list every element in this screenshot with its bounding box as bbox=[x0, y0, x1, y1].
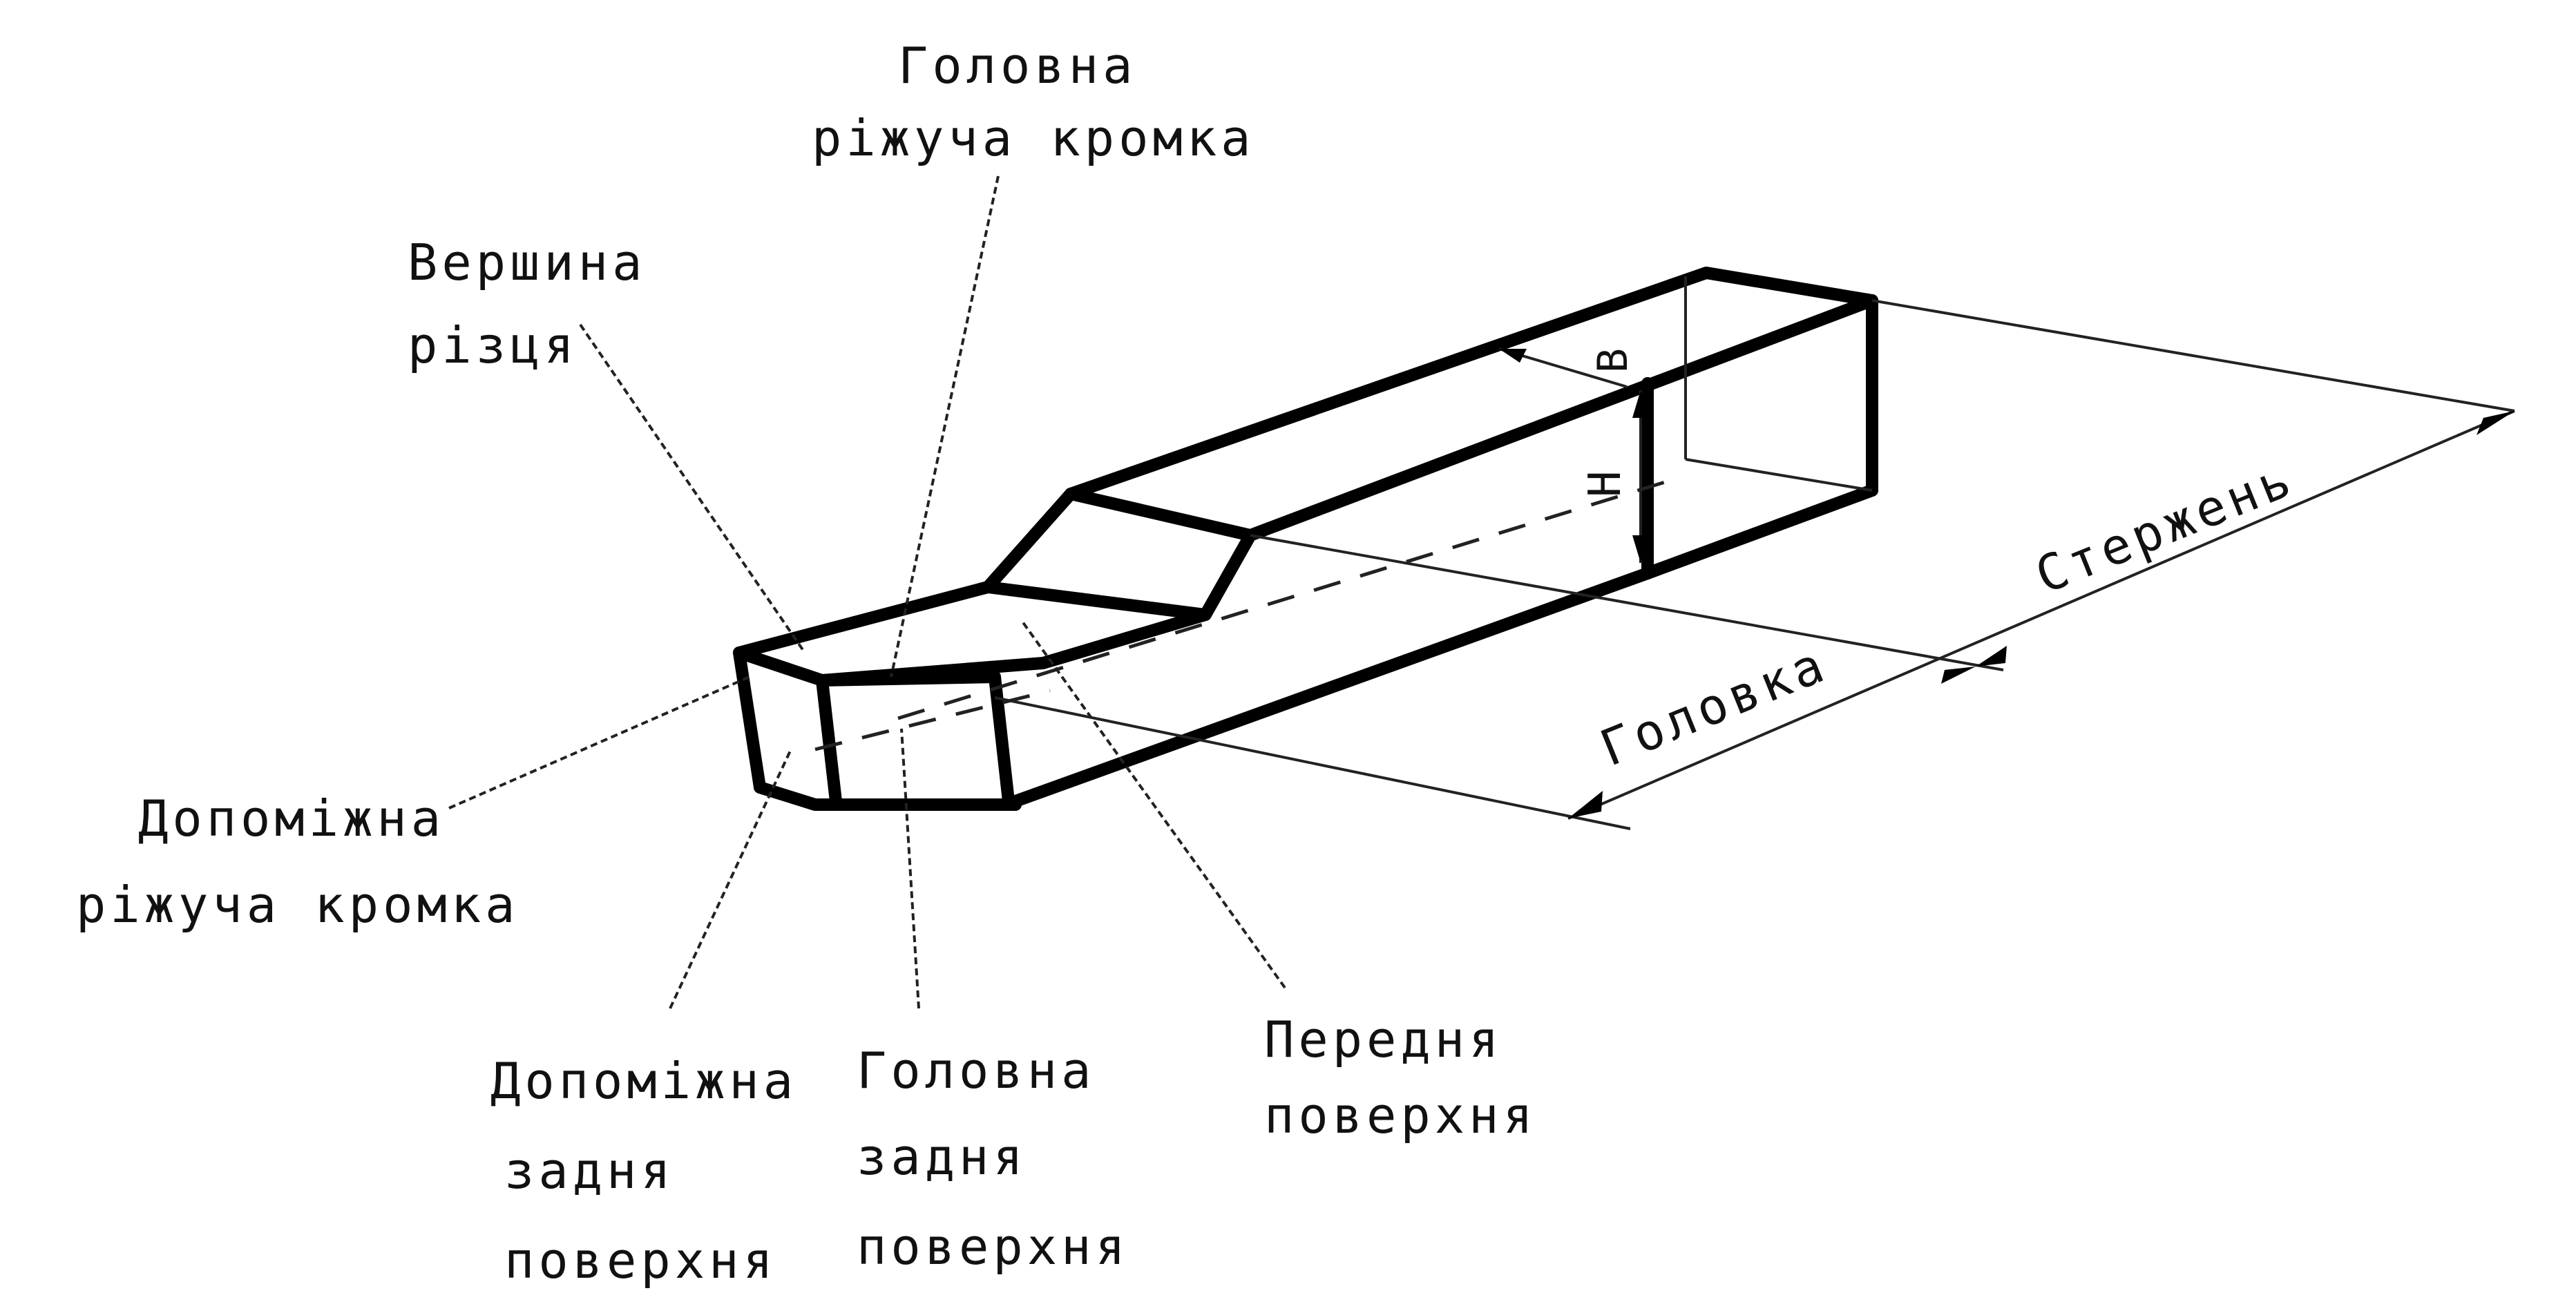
label-aux-cutting-edge-line2: ріжуча кромка bbox=[76, 876, 519, 934]
label-main-cutting-edge-line2: ріжуча кромка bbox=[812, 109, 1255, 167]
extension-line-bottom bbox=[994, 696, 1631, 830]
height-arrow-bottom bbox=[1632, 535, 1649, 563]
tip-vertical-edge bbox=[816, 674, 842, 807]
shank-center-line bbox=[897, 478, 1672, 720]
leader-rake-face bbox=[1021, 620, 1286, 989]
main-flank-right-edge bbox=[989, 671, 1015, 807]
leader-main-cutting-edge bbox=[890, 175, 1000, 678]
label-height-symbol: H bbox=[1580, 466, 1631, 497]
extension-line-middle bbox=[1250, 534, 2004, 671]
head-rake-face bbox=[733, 581, 1212, 687]
label-rake-face-line1: Передня bbox=[1264, 1010, 1502, 1068]
label-rake-face-line2: поверхня bbox=[1264, 1086, 1537, 1144]
leader-lines bbox=[448, 175, 1286, 1009]
label-aux-cutting-edge-line1: Допоміжна bbox=[138, 789, 445, 847]
shank-top-back-edge bbox=[1065, 267, 1878, 500]
width-arrow-left bbox=[1499, 349, 1527, 363]
arrowhead-shank-end bbox=[2477, 411, 2515, 435]
shank-top-left-edge bbox=[1065, 488, 1257, 542]
leader-main-flank bbox=[900, 728, 920, 1009]
extension-line-top bbox=[1871, 299, 2515, 412]
leader-tip bbox=[579, 323, 806, 654]
leader-aux-flank bbox=[669, 749, 792, 1009]
center-lines bbox=[814, 478, 1672, 751]
arrowhead-boundary-right bbox=[1976, 646, 2007, 667]
labels: Головна ріжуча кромка Вершина різця Допо… bbox=[76, 37, 2302, 1290]
head-shank-transition-left bbox=[982, 488, 1077, 593]
label-aux-flank-line1: Допоміжна bbox=[490, 1052, 797, 1110]
head-shank-transition-right bbox=[1199, 529, 1257, 621]
dimension-line-length bbox=[1567, 410, 2515, 820]
head-top-front-edge bbox=[816, 671, 1001, 687]
arrowhead-boundary-left bbox=[1941, 667, 1976, 684]
head-bottom-edge bbox=[754, 781, 1022, 811]
head-center-line bbox=[814, 689, 1051, 751]
label-width-symbol: B bbox=[1589, 344, 1637, 373]
shank-top-front-edge bbox=[1244, 294, 1878, 542]
label-main-flank-line1: Головна bbox=[857, 1042, 1095, 1100]
height-arrow-top bbox=[1632, 390, 1649, 418]
shank-end-bottom-edge bbox=[1641, 484, 1878, 579]
aux-flank-left-edge bbox=[733, 646, 766, 794]
label-tip-line1: Вершина bbox=[408, 233, 646, 291]
label-shank: Стержень bbox=[2028, 449, 2302, 605]
label-tip-line2: різця bbox=[408, 316, 578, 374]
label-aux-flank-line3: поверхня bbox=[504, 1231, 777, 1290]
arrowhead-head-start bbox=[1568, 791, 1603, 818]
label-aux-flank-line2: задня bbox=[504, 1142, 675, 1200]
label-main-flank-line2: задня bbox=[857, 1128, 1027, 1186]
leader-aux-cutting-edge bbox=[448, 675, 750, 809]
dimension-lines bbox=[994, 299, 2515, 830]
label-main-cutting-edge-line1: Головна bbox=[898, 37, 1136, 95]
shank-bottom-front-edge bbox=[1009, 567, 1654, 807]
shank-hidden-bottom bbox=[1685, 458, 1873, 492]
label-main-flank-line3: поверхня bbox=[857, 1218, 1129, 1276]
